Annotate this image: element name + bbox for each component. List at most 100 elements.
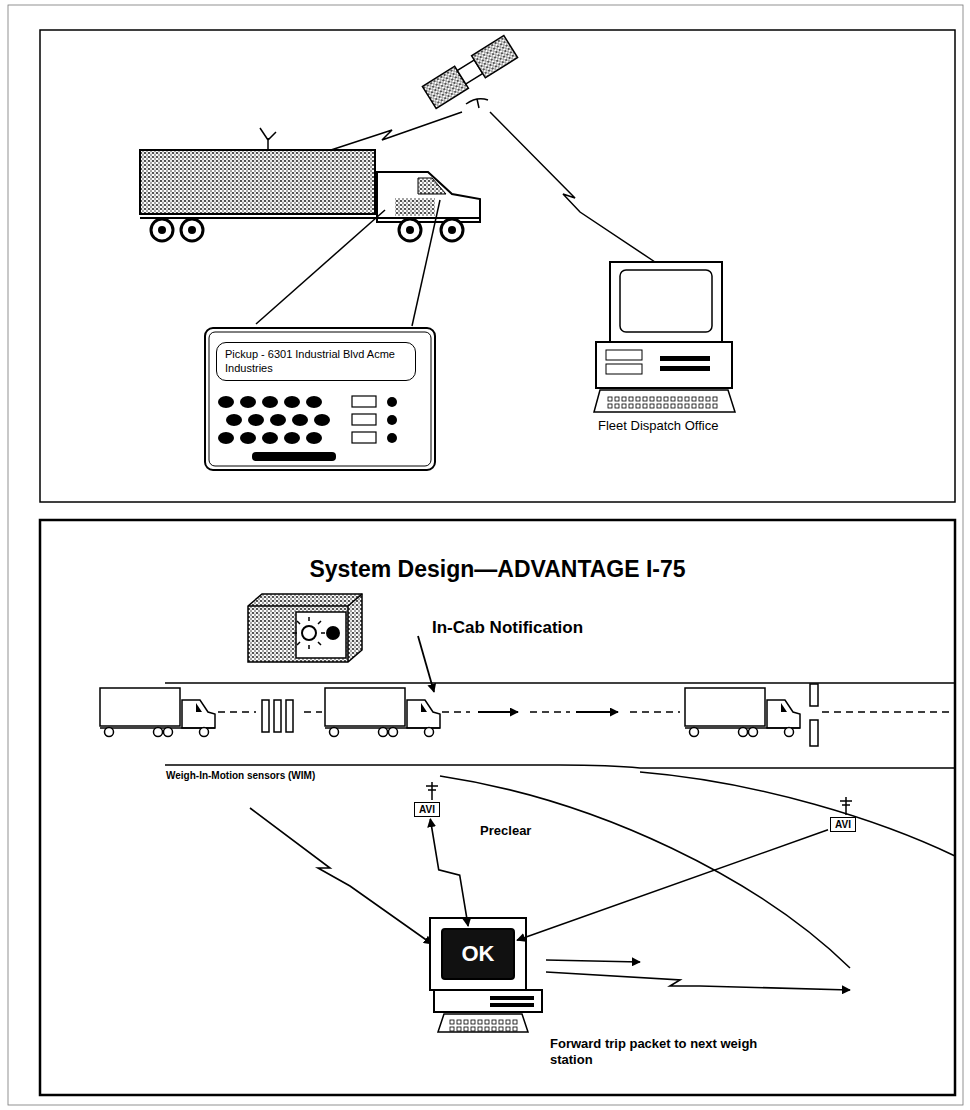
keypad	[262, 432, 278, 444]
keypad	[284, 432, 300, 444]
keyboard-keys	[643, 397, 647, 401]
keyboard-keys	[685, 404, 689, 408]
station-computer	[430, 918, 542, 1032]
transponder-device	[326, 626, 340, 640]
node-text: AVI	[835, 819, 851, 830]
keyboard-keys	[713, 397, 717, 401]
keypad	[248, 414, 264, 426]
keyboard-keys	[636, 404, 640, 408]
keyboard-keys	[478, 1020, 482, 1024]
keyboard-keys	[699, 397, 703, 401]
truck-illustration	[377, 172, 480, 222]
dispatch-computer	[596, 342, 732, 388]
keyboard-keys	[492, 1027, 496, 1031]
node-text: AVI	[419, 804, 435, 815]
keyboard-keys	[692, 404, 696, 408]
keypad	[218, 396, 234, 408]
keypad	[387, 433, 397, 443]
keyboard-keys	[706, 404, 710, 408]
keyboard-keys	[699, 404, 703, 408]
keyboard-keys	[485, 1020, 489, 1024]
keypad	[352, 414, 376, 425]
keyboard-keys	[636, 397, 640, 401]
truck-illustration	[260, 128, 276, 150]
truck-illustration	[441, 219, 463, 241]
transponder-device	[296, 612, 346, 658]
keyboard-keys	[657, 404, 661, 408]
keyboard-keys	[622, 404, 626, 408]
keyboard-keys	[478, 1027, 482, 1031]
transponder-device	[248, 594, 362, 662]
weigh-station-gate	[810, 684, 818, 706]
avi-reader: AVI	[830, 817, 856, 832]
keypad	[270, 414, 286, 426]
station-computer	[490, 1003, 534, 1007]
avi-antenna	[840, 797, 852, 815]
transponder-device	[248, 594, 362, 662]
highway	[630, 711, 680, 713]
keyboard-keys	[671, 404, 675, 408]
truck	[100, 688, 215, 737]
keyboard-keys	[657, 397, 661, 401]
keyboard-keys	[706, 397, 710, 401]
wim-sensors	[286, 700, 293, 732]
keyboard-keys	[471, 1020, 475, 1024]
keyboard-keys	[622, 397, 626, 401]
data-link	[517, 830, 828, 940]
keyboard-keys	[629, 404, 633, 408]
transponder-device	[248, 594, 362, 662]
panel-frame	[40, 520, 955, 1095]
truck-illustration	[140, 128, 480, 241]
page-frame	[8, 5, 963, 1105]
transponder-device	[293, 617, 325, 649]
highway	[165, 682, 955, 684]
keyboard-keys	[713, 404, 717, 408]
keyboard-keys	[643, 404, 647, 408]
keypad	[218, 432, 234, 444]
terminal-screen: Pickup - 6301 Industrial Blvd Acme Indus…	[216, 342, 416, 381]
station-computer	[490, 996, 534, 1000]
highway	[304, 711, 322, 713]
keypad	[226, 414, 242, 426]
panel-frame	[40, 30, 955, 502]
avi-reader: AVI	[414, 802, 440, 817]
keyboard-keys	[678, 397, 682, 401]
highway	[530, 711, 570, 713]
truck-illustration	[399, 219, 421, 241]
keyboard-keys	[471, 1027, 475, 1031]
wim-sensors	[274, 700, 281, 732]
highway	[442, 711, 470, 713]
avi-antenna	[426, 782, 438, 800]
keyboard-keys	[608, 397, 717, 408]
truck-illustration	[395, 198, 435, 216]
forward-note: Forward trip packet to next weigh statio…	[550, 1036, 765, 1067]
keyboard-keys	[457, 1027, 461, 1031]
keypad	[306, 432, 322, 444]
keyboard-keys	[671, 397, 675, 401]
highway	[218, 711, 256, 713]
truck	[685, 688, 800, 737]
dispatch-computer	[594, 262, 735, 412]
keyboard-keys	[464, 1020, 468, 1024]
dispatch-computer	[610, 262, 722, 342]
mobile-terminal	[205, 328, 435, 470]
node-text: OK	[462, 941, 495, 967]
keyboard-keys	[615, 404, 619, 408]
station-computer	[438, 1014, 528, 1032]
keyboard-keys	[664, 397, 668, 401]
dispatch-computer	[606, 350, 642, 360]
keyboard-keys	[664, 404, 668, 408]
wim-data-link	[250, 808, 432, 944]
highway	[165, 683, 955, 968]
keypad	[352, 432, 376, 443]
keyboard-keys	[506, 1020, 510, 1024]
keypad	[387, 415, 397, 425]
satellite-dish	[466, 99, 488, 108]
keyboard-keys	[650, 404, 654, 408]
leader-line	[256, 210, 385, 324]
truck-illustration	[418, 178, 446, 194]
dispatch-computer	[620, 270, 712, 332]
keyboard-keys	[464, 1027, 468, 1031]
